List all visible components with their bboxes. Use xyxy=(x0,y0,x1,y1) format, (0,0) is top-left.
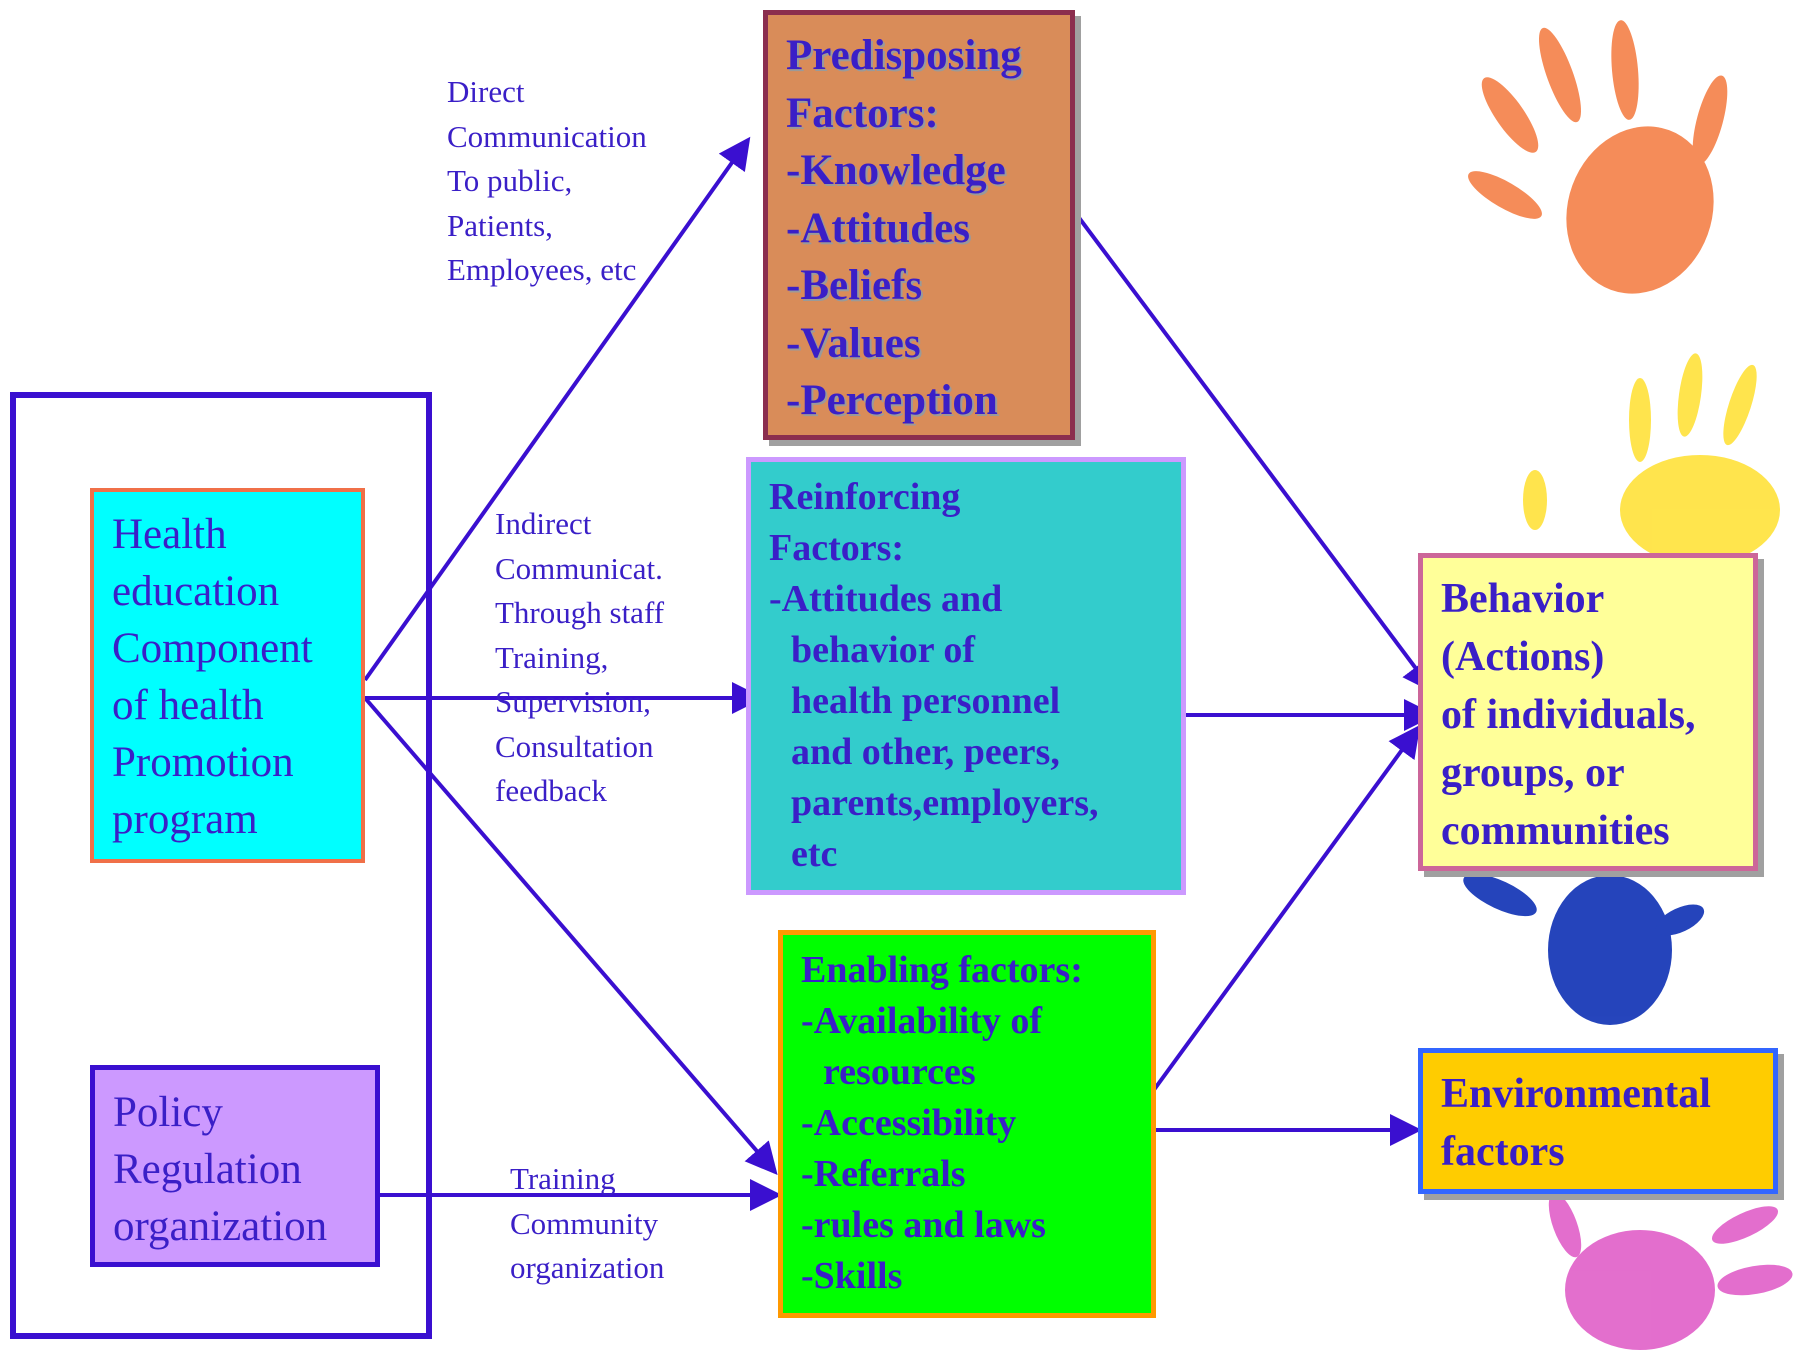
behavior-line: (Actions) xyxy=(1441,634,1605,680)
predisposing-line: Predisposing xyxy=(786,32,1022,79)
arrow-predisposing-to-behavior xyxy=(1066,201,1435,694)
predisposing-line: -Beliefs xyxy=(786,262,923,309)
health-education-box: Health education Component of health Pro… xyxy=(90,488,365,863)
note-line: Communication xyxy=(447,118,647,154)
behavior-line: of individuals, xyxy=(1441,692,1696,738)
note-line: Direct xyxy=(447,74,525,109)
predisposing-factors-box: Predisposing Factors: -Knowledge -Attitu… xyxy=(763,10,1075,440)
note-line: Communicat. xyxy=(495,550,663,586)
note-line: Indirect xyxy=(495,506,592,541)
health-line: Health xyxy=(112,511,227,558)
arrow-enabling-to-behavior xyxy=(1146,724,1421,1100)
note-line: Patients, xyxy=(447,207,553,243)
enabling-line: -rules and laws xyxy=(801,1204,1046,1246)
enabling-line: -Availability of xyxy=(801,1000,1043,1042)
note-line: Training xyxy=(510,1161,616,1196)
orange-hand-icon xyxy=(1468,20,1728,294)
health-line: Promotion xyxy=(112,739,294,786)
reinforcing-line: and other, peers, xyxy=(791,731,1060,773)
health-line: program xyxy=(112,796,258,843)
predisposing-line: -Knowledge xyxy=(786,147,1006,194)
reinforcing-line: -Attitudes and xyxy=(769,578,1003,620)
note-line: Employees, etc xyxy=(447,252,637,287)
policy-line: Regulation xyxy=(113,1146,302,1193)
policy-line: organization xyxy=(113,1203,328,1250)
predisposing-line: Factors: xyxy=(786,89,939,137)
note-line: organization xyxy=(510,1250,665,1285)
predisposing-line: -Attitudes xyxy=(786,204,970,252)
health-line: education xyxy=(112,568,280,615)
reinforcing-line: parents,employers, xyxy=(791,782,1099,824)
reinforcing-line: Factors: xyxy=(769,527,905,569)
enabling-line: Enabling factors: xyxy=(801,949,1083,991)
note-line: Consultation xyxy=(495,728,654,764)
reinforcing-line: health personnel xyxy=(791,680,1061,722)
policy-line: Policy xyxy=(113,1089,223,1136)
enabling-line: -Accessibility xyxy=(801,1102,1017,1144)
health-line: of health xyxy=(112,682,264,729)
behavior-line: communities xyxy=(1441,808,1670,854)
predisposing-line: -Values xyxy=(786,319,921,367)
reinforcing-line: Reinforcing xyxy=(769,476,961,518)
reinforcing-line: behavior of xyxy=(791,629,976,671)
policy-box: Policy Regulation organization xyxy=(90,1065,380,1267)
behavior-line: groups, or xyxy=(1441,750,1625,796)
yellow-hand-icon xyxy=(1523,353,1780,565)
note-line: Supervision, xyxy=(495,684,651,719)
environmental-line: Environmental xyxy=(1441,1071,1711,1117)
blue-hand-icon xyxy=(1463,873,1705,1025)
behavior-box: Behavior (Actions) of individuals, group… xyxy=(1418,553,1758,871)
enabling-line: -Referrals xyxy=(801,1153,966,1195)
environmental-factors-box: Environmental factors xyxy=(1418,1048,1778,1194)
reinforcing-line: etc xyxy=(791,833,838,875)
health-line: Component xyxy=(112,625,313,672)
enabling-factors-box: Enabling factors: -Availability of resou… xyxy=(778,930,1156,1318)
indirect-communication-note: Indirect Communicat. Through staff Train… xyxy=(495,502,664,814)
arrow-health-to-enabling xyxy=(363,696,778,1176)
note-line: To public, xyxy=(447,163,573,198)
note-line: feedback xyxy=(495,773,607,808)
direct-communication-note: Direct Communication To public, Patients… xyxy=(447,70,647,293)
environmental-line: factors xyxy=(1441,1129,1565,1175)
training-note: Training Community organization xyxy=(510,1157,664,1291)
enabling-line: -Skills xyxy=(801,1255,903,1297)
predisposing-line: -Perception xyxy=(786,377,998,424)
reinforcing-factors-box: Reinforcing Factors: -Attitudes and beha… xyxy=(746,457,1186,895)
pink-hand-icon xyxy=(1548,1192,1793,1350)
note-line: Community xyxy=(510,1205,659,1241)
note-line: Training, xyxy=(495,639,609,675)
enabling-line: resources xyxy=(823,1051,976,1093)
program-group-outline xyxy=(10,392,432,1339)
behavior-line: Behavior xyxy=(1441,576,1605,622)
note-line: Through staff xyxy=(495,595,665,630)
